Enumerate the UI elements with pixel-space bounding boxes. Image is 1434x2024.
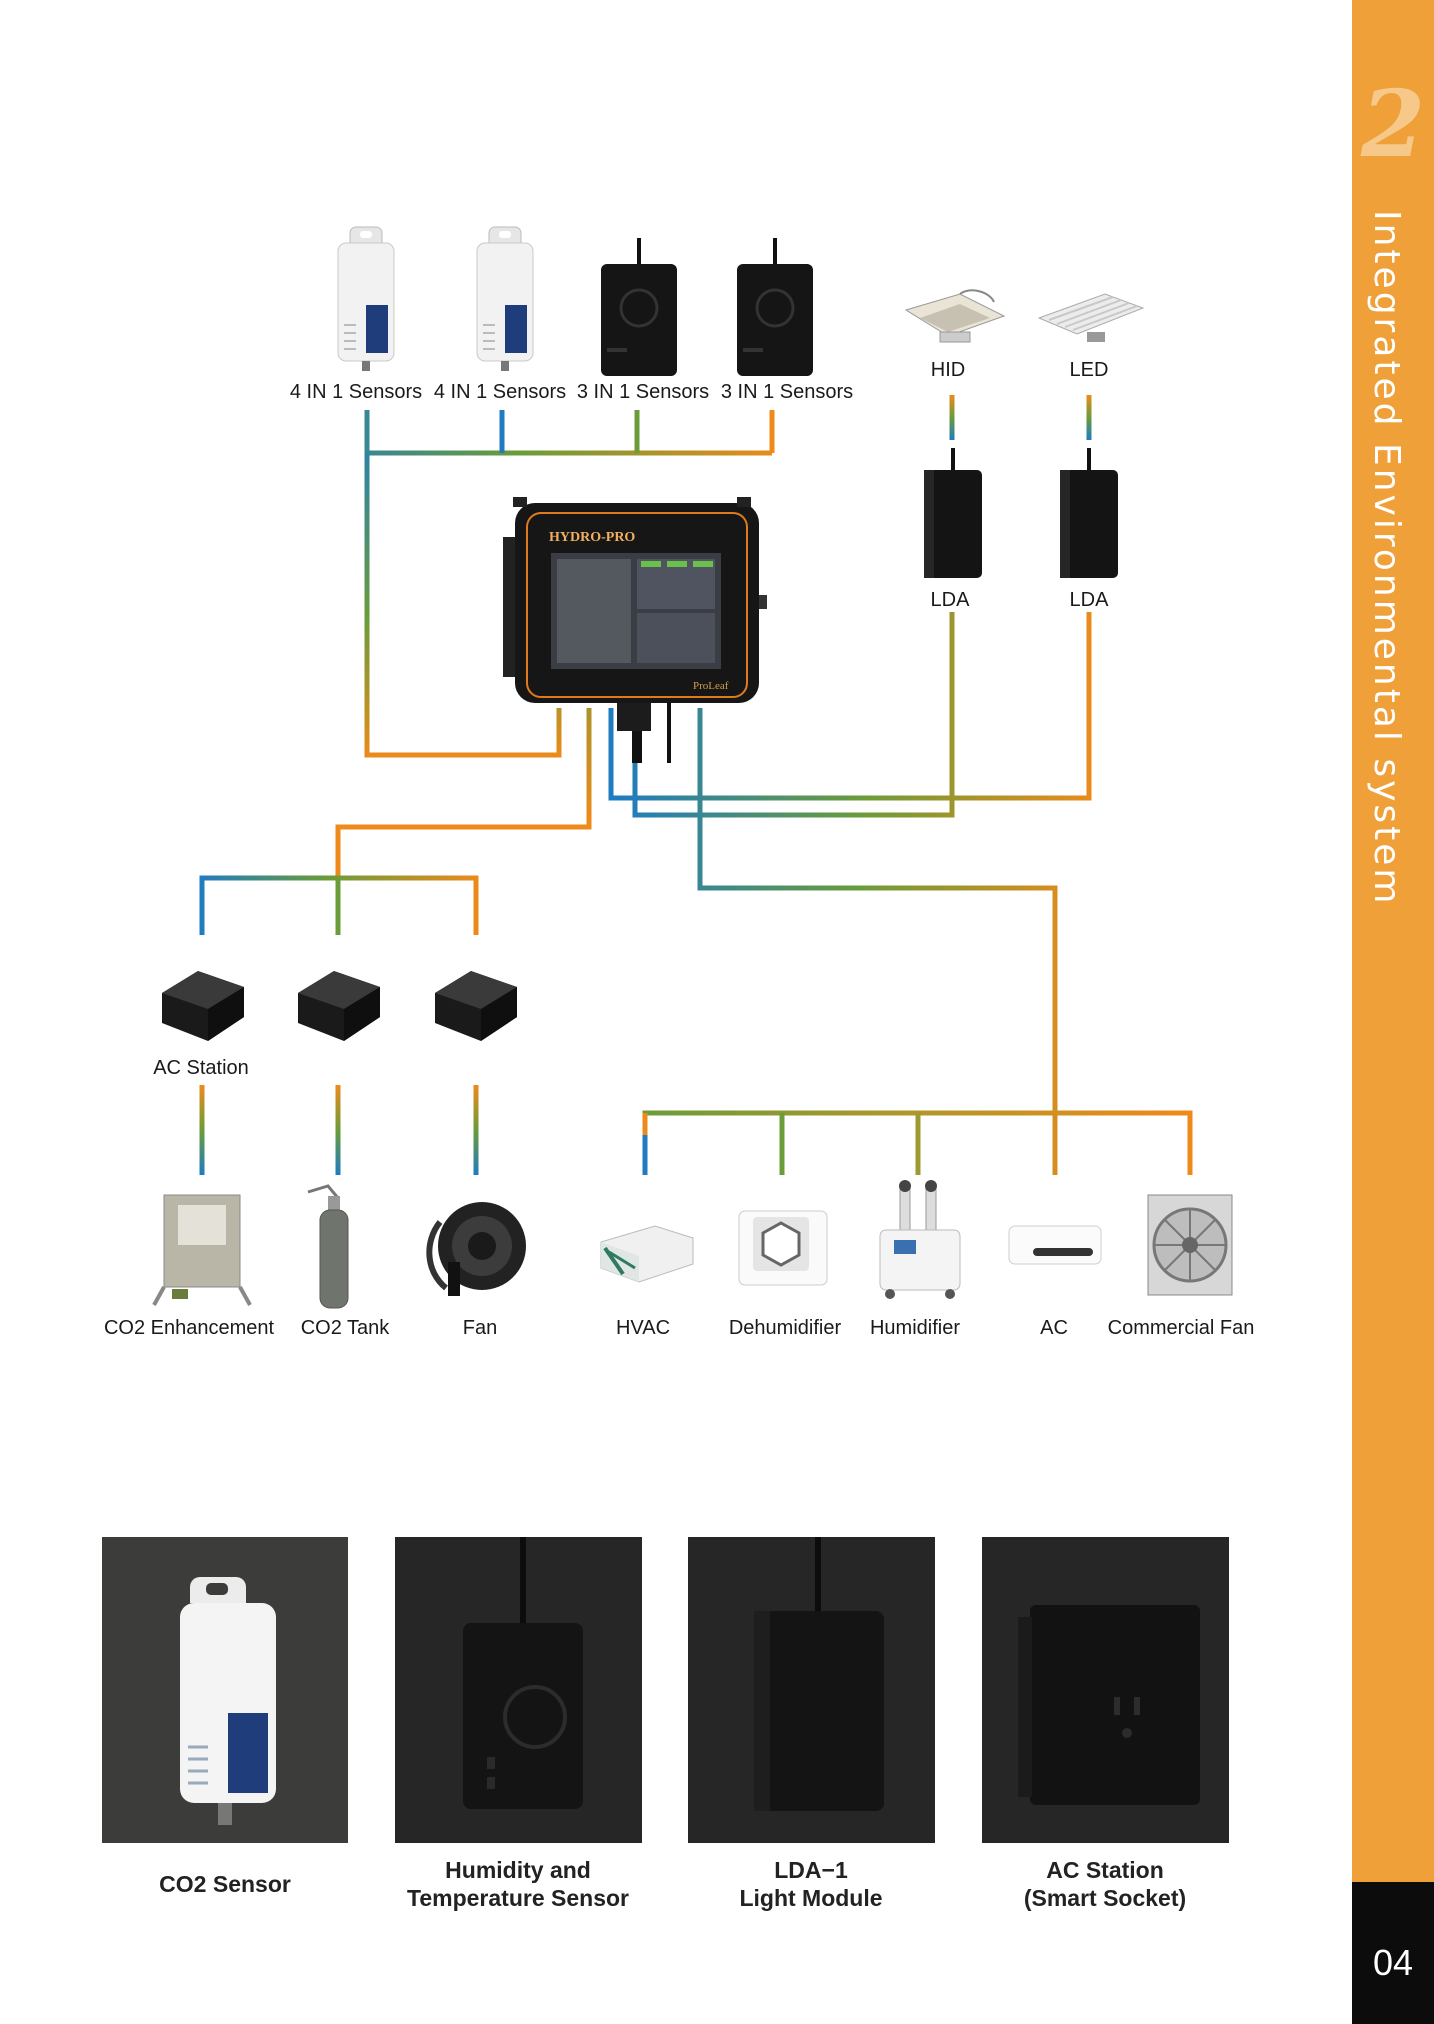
device-label-ac: AC (1040, 1317, 1068, 1339)
device-label-humidifier: Humidifier (869, 1317, 961, 1339)
device-label-co2-enhancement: CO2 Enhancement (103, 1317, 275, 1339)
product-label-line: LDA−1 (774, 1857, 848, 1883)
fan-icon (426, 1202, 526, 1296)
product-label-line: Light Module (739, 1885, 883, 1911)
sensor-bus-wire (364, 410, 772, 456)
device-label-co2-tank: CO2 Tank (300, 1317, 390, 1339)
led-light-icon (1037, 293, 1145, 342)
light-label: LED (1069, 359, 1109, 381)
light-label: HID (930, 359, 966, 381)
co2-sensor-photo (102, 1537, 348, 1843)
product-label-line: AC Station (1046, 1857, 1164, 1883)
sensor-label: 3 IN 1 Sensors (576, 381, 710, 403)
dehumidifier-icon (738, 1210, 828, 1286)
hid-light-icon (904, 289, 1006, 343)
controller-to-ac-station-wire (335, 708, 592, 878)
lda-led-to-controller-wire (608, 612, 1092, 801)
lda-label: LDA (930, 589, 970, 611)
humidity-temperature-sensor-photo (395, 1537, 642, 1843)
product-label-lda-1: LDA−1 Light Module (739, 1856, 882, 1912)
lda-1-light-module-photo (688, 1537, 935, 1843)
product-label-line: Humidity and (445, 1857, 591, 1883)
sensor-to-controller-wire (364, 453, 562, 758)
controller-logo: ProLeaf (693, 680, 729, 692)
commercial-fan-icon (1147, 1194, 1233, 1296)
product-label-ac-station: AC Station (Smart Socket) (1024, 1856, 1186, 1912)
sensor-label: 3 IN 1 Sensors (720, 381, 854, 403)
device-label-commercial-fan: Commercial Fan (1107, 1317, 1255, 1339)
section-number: 2 (1360, 70, 1425, 178)
page-number: 04 (1372, 1942, 1414, 1983)
ac-station-icon (162, 971, 244, 1041)
device-label-hvac: HVAC (615, 1317, 671, 1339)
ac-station-icon (435, 971, 517, 1041)
humidifier-icon (879, 1180, 961, 1299)
section-sidebar (1352, 0, 1434, 1882)
sensor-label: 4 IN 1 Sensors (289, 381, 423, 403)
product-label-humidity-temperature-sensor: Humidity and Temperature Sensor (407, 1856, 629, 1912)
device-label-dehumidifier: Dehumidifier (728, 1317, 842, 1339)
product-label-co2-sensor: CO2 Sensor (159, 1870, 291, 1898)
product-label-line: (Smart Socket) (1023, 1885, 1187, 1911)
hvac-icon (600, 1225, 694, 1283)
product-label-line: CO2 Sensor (159, 1871, 291, 1897)
co2-tank-icon (307, 1184, 349, 1309)
ac-unit-icon (1008, 1225, 1102, 1265)
controller-hydro-pro: HYDRO-PRO ProLeaf (503, 497, 767, 763)
ac-station-smart-socket-photo (982, 1537, 1229, 1843)
4in1-sensor-icon (476, 226, 534, 371)
sensor-label: 4 IN 1 Sensors (433, 381, 567, 403)
controller-brand: HYDRO-PRO (549, 530, 635, 545)
3in1-sensor-icon (601, 238, 677, 376)
3in1-sensor-icon (737, 238, 813, 376)
product-label-line: Temperature Sensor (407, 1885, 629, 1911)
controller-to-climate-wire (697, 708, 1058, 1175)
ac-station-label: AC Station (153, 1057, 249, 1079)
lda-label: LDA (1069, 589, 1109, 611)
device-label-fan: Fan (462, 1317, 498, 1339)
co2-enhancement-icon (152, 1194, 252, 1306)
lda-module-icon (924, 448, 982, 578)
ac-station-icon (298, 971, 380, 1041)
section-title: Integrated Environmental system (1366, 210, 1407, 907)
4in1-sensor-icon (337, 226, 395, 371)
page-number-box (1352, 1882, 1434, 2024)
lda-module-icon (1060, 448, 1118, 578)
